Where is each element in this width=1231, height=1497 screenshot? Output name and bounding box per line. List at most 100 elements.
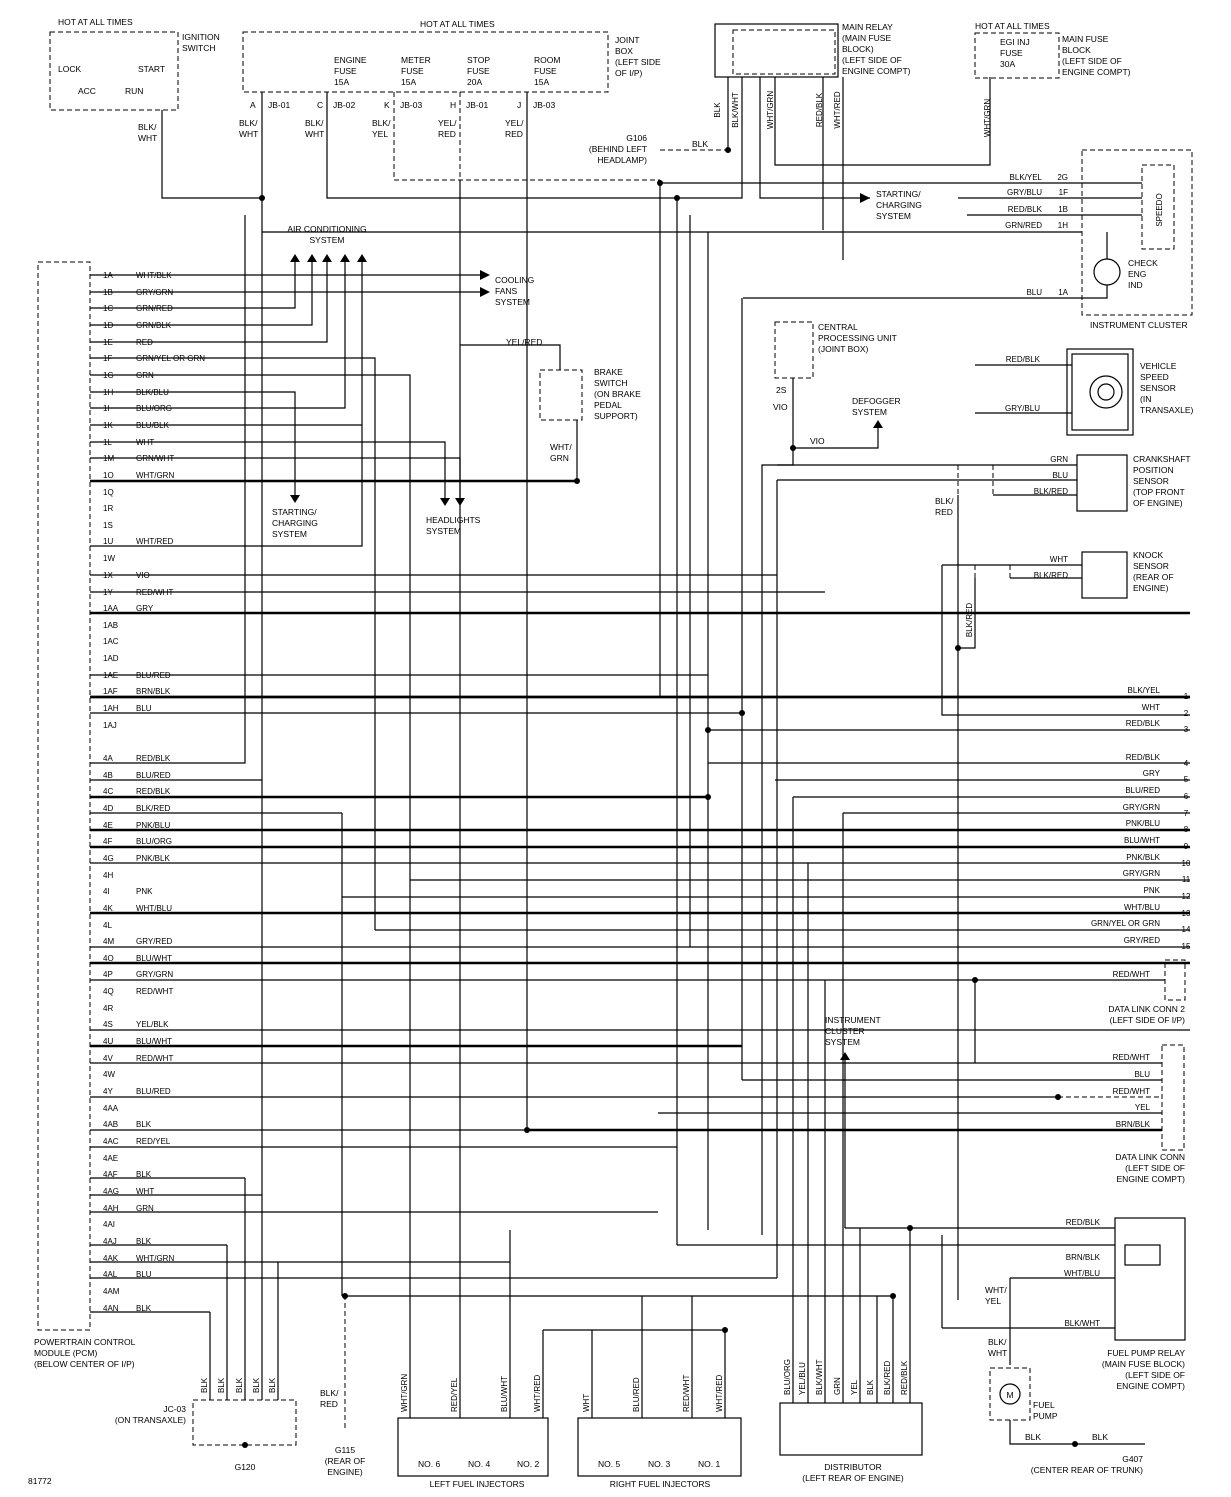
pcm-pin: 4H [103, 871, 113, 880]
pcm-wire: BLK [136, 1237, 152, 1246]
left-inj-wire: RED/YEL [450, 1377, 459, 1412]
pcm-pin: 1B [103, 288, 113, 297]
starting-charging-label: SYSTEM [876, 211, 911, 221]
pcm-wire: PNK/BLK [136, 854, 170, 863]
dlc-label: (LEFT SIDE OF [1125, 1163, 1185, 1173]
pcm-wire: RED/BLK [136, 787, 171, 796]
pcm-wire: RED/WHT [136, 987, 173, 996]
pcm-pin: 1A [103, 271, 113, 280]
right-inj-wire: RED/WHT [682, 1375, 691, 1412]
ignition-wire: WHT [138, 133, 157, 143]
wire-network [37, 23, 1193, 1477]
starting-charging-label: SYSTEM [272, 529, 307, 539]
g115-wire: BLK/ [320, 1388, 339, 1398]
cluster-wire: GRY/BLU [1007, 188, 1042, 197]
jb-term: JB-02 [333, 100, 355, 110]
distributor-wire: YEL/BLU [798, 1362, 807, 1395]
pcm-pin: 1AC [103, 637, 119, 646]
right-conn-wire: BLU/RED [1125, 786, 1160, 795]
pcm-pin: 4K [103, 904, 113, 913]
fpr-wire: BRN/BLK [1066, 1253, 1101, 1262]
dlc-wire: BRN/BLK [1116, 1120, 1151, 1129]
pcm-wire: GRN/BLK [136, 321, 172, 330]
g115-label: ENGINE) [327, 1467, 363, 1477]
arrow-up-icon [290, 254, 300, 262]
egi-fuse-label: FUSE [1000, 48, 1023, 58]
pcm-wire: BLU [136, 704, 152, 713]
ckp-wire: BLK/RED [1034, 487, 1068, 496]
pcm-wire: BLU/BLK [136, 421, 170, 430]
fuse-label: 15A [401, 77, 416, 87]
egi-fuse-label: EGI INJ [1000, 37, 1030, 47]
jb-wire: BLK/ [239, 118, 258, 128]
fuse-label: FUSE [467, 66, 490, 76]
pcm-box [37, 261, 91, 1331]
pcm-wire: BLK [136, 1304, 152, 1313]
right-conn-wire: WHT/BLU [1124, 903, 1160, 912]
distributor-label: DISTRIBUTOR [824, 1462, 881, 1472]
pcm-pin: 4P [103, 970, 113, 979]
g407-wire: BLK [1092, 1432, 1108, 1442]
left-inj-name: NO. 4 [468, 1459, 490, 1469]
right-inj-wire: WHT [582, 1394, 591, 1412]
pcm-wire: WHT/RED [136, 537, 174, 546]
fuse-label: ROOM [534, 55, 560, 65]
check-eng-label: CHECK [1128, 258, 1158, 268]
right-conn-num: 12 [1182, 892, 1191, 901]
pcm-pin: 4AE [103, 1154, 118, 1163]
pcm-pin: 1G [103, 371, 114, 380]
jb-wire: YEL [372, 129, 388, 139]
pcm-wire: BLK [136, 1170, 152, 1179]
right-conn-num: 13 [1182, 909, 1191, 918]
pcm-wire: BLU/ORG [136, 404, 172, 413]
ckp-wire: BLU [1052, 471, 1068, 480]
pcm-pin: 1M [103, 454, 114, 463]
ac-system-label: SYSTEM [310, 235, 345, 245]
fpr-wire: WHT/ [985, 1285, 1007, 1295]
right-conn-wire: GRN/YEL OR GRN [1091, 919, 1160, 928]
defogger-label: SYSTEM [852, 407, 887, 417]
pcm-wire: BLU/ORG [136, 837, 172, 846]
pcm-wire: GRY [136, 604, 154, 613]
pcm-pin: 4G [103, 854, 114, 863]
cpu-label: CENTRAL [818, 322, 858, 332]
check-eng-label: ENG [1128, 269, 1146, 279]
main-relay-box [714, 23, 839, 78]
right-inj-name: NO. 3 [648, 1459, 670, 1469]
defogger-label: DEFOGGER [852, 396, 901, 406]
brake-wire: YEL/RED [506, 337, 542, 347]
knock-shield: BLK/RED [965, 603, 974, 637]
fuel-pump-relay-box [1114, 1217, 1186, 1341]
brake-wire: WHT/ [550, 442, 572, 452]
starting-charging-label: STARTING/ [272, 507, 317, 517]
right-conn-num: 5 [1184, 775, 1189, 784]
egi-fuse-label: 30A [1000, 59, 1015, 69]
pcm-pin: 4W [103, 1070, 115, 1079]
g120-label: G120 [235, 1462, 256, 1472]
right-conn-wire: RED/BLK [1126, 753, 1161, 762]
fpr-label: FUEL PUMP RELAY [1107, 1348, 1185, 1358]
brake-switch-label: BRAKE [594, 367, 623, 377]
knock-label: KNOCK [1133, 550, 1164, 560]
pcm-pin: 1AJ [103, 721, 117, 730]
g106-label: HEADLAMP) [597, 155, 647, 165]
fuse-label: METER [401, 55, 431, 65]
pcm-pin: 1AE [103, 671, 118, 680]
pcm-label: MODULE (PCM) [34, 1348, 97, 1358]
fpr-wire: BLK/WHT [1064, 1319, 1100, 1328]
right-inj-wire: WHT/RED [715, 1374, 724, 1412]
pcm-wire: BLU [136, 1270, 152, 1279]
starting-charging-label: STARTING/ [876, 189, 921, 199]
jb-wire: YEL/ [505, 118, 524, 128]
left-inj-label: LEFT FUEL INJECTORS [430, 1479, 525, 1489]
relay-wire: BLK [713, 102, 722, 118]
right-conn-num: 9 [1184, 842, 1189, 851]
brake-switch-box [539, 369, 583, 421]
pcm-wire: RED [136, 338, 153, 347]
pcm-wire: BLU/WHT [136, 1037, 172, 1046]
motor-symbol: M [1006, 1390, 1013, 1400]
left-inj-wire: BLU/WHT [500, 1376, 509, 1412]
ckp-wire: GRN [1050, 455, 1068, 464]
joint-box-label: JOINT [615, 35, 640, 45]
